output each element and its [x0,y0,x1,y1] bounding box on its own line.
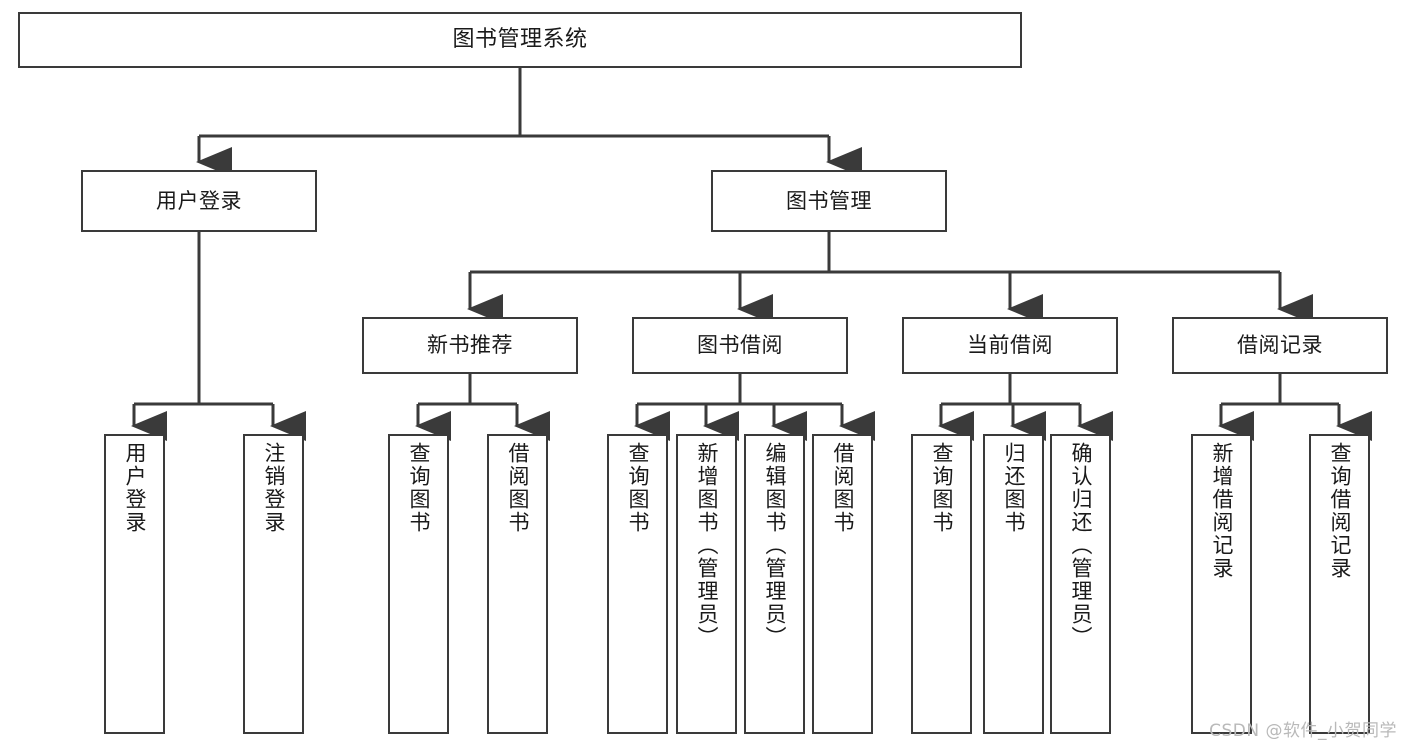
node-label: 借阅图书 [506,442,530,534]
node-leaf-add-borrow-record[interactable]: 新增借阅记录 [1191,434,1252,734]
node-label: 查询图书 [930,442,954,534]
node-leaf-user-login[interactable]: 用户登录 [104,434,165,734]
node-leaf-query-book-1[interactable]: 查询图书 [388,434,449,734]
node-book-management[interactable]: 图书管理 [711,170,947,232]
node-leaf-logout[interactable]: 注销登录 [243,434,304,734]
node-label: 图书借阅 [697,333,783,358]
node-user-login[interactable]: 用户登录 [81,170,317,232]
node-label: 确认归还（管理员） [1069,442,1093,649]
node-label: 图书管理 [786,188,872,213]
node-borrow-record[interactable]: 借阅记录 [1172,317,1388,374]
node-label: 归还图书 [1002,442,1026,534]
node-label: 图书管理系统 [452,27,588,53]
node-label: 新增借阅记录 [1210,442,1234,580]
node-label: 查询图书 [407,442,431,534]
node-label: 借阅记录 [1237,333,1323,358]
node-label: 当前借阅 [967,333,1053,358]
node-label: 用户登录 [123,442,147,534]
node-leaf-borrow-book-1[interactable]: 借阅图书 [487,434,548,734]
node-leaf-confirm-return-admin[interactable]: 确认归还（管理员） [1050,434,1111,734]
node-leaf-return-book[interactable]: 归还图书 [983,434,1044,734]
node-leaf-add-book-admin[interactable]: 新增图书（管理员） [676,434,737,734]
node-label: 查询图书 [626,442,650,534]
node-current-borrow[interactable]: 当前借阅 [902,317,1118,374]
node-new-book-recommend[interactable]: 新书推荐 [362,317,578,374]
node-label: 用户登录 [156,188,242,213]
node-book-borrow[interactable]: 图书借阅 [632,317,848,374]
node-root-system[interactable]: 图书管理系统 [18,12,1022,68]
node-leaf-query-book-2[interactable]: 查询图书 [607,434,668,734]
node-leaf-query-borrow-record[interactable]: 查询借阅记录 [1309,434,1370,734]
node-label: 新增图书（管理员） [695,442,719,649]
node-leaf-edit-book-admin[interactable]: 编辑图书（管理员） [744,434,805,734]
node-label: 注销登录 [262,442,286,534]
node-leaf-query-book-3[interactable]: 查询图书 [911,434,972,734]
node-label: 查询借阅记录 [1328,442,1352,580]
node-label: 借阅图书 [831,442,855,534]
node-label: 新书推荐 [427,333,513,358]
node-leaf-borrow-book-2[interactable]: 借阅图书 [812,434,873,734]
node-label: 编辑图书（管理员） [763,442,787,649]
